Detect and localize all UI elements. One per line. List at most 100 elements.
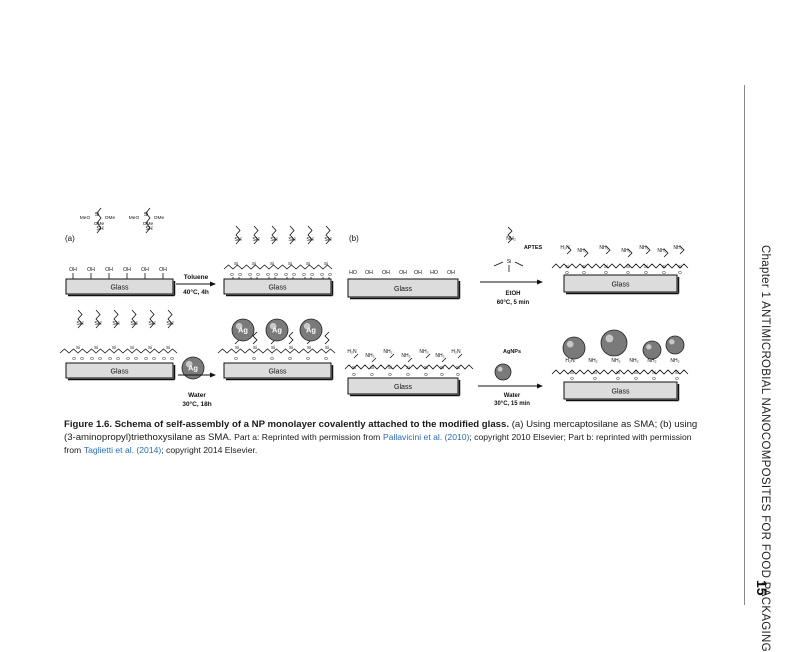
silicon-label: Si <box>370 365 374 370</box>
oxygen-label: O <box>662 270 666 275</box>
hydroxyl-label: OH <box>105 267 113 273</box>
silicon-label: Si <box>406 365 410 370</box>
alkyl-chain <box>583 248 589 258</box>
silicon-label: Si <box>652 370 656 375</box>
silicon-label: Si <box>570 370 574 375</box>
silicon-label: Si <box>424 365 428 370</box>
oxygen-label: O <box>116 356 120 361</box>
silicon-label: Si <box>604 264 608 269</box>
mercaptosilane-chain <box>96 207 102 234</box>
thiol-label: SH <box>94 321 101 327</box>
ag-highlight <box>497 366 503 372</box>
oxygen-label: O <box>302 272 306 277</box>
silicon-label: Si <box>252 261 256 266</box>
thiol-label: SH <box>76 321 83 327</box>
amine-label: NH₂ <box>588 358 597 364</box>
oxygen-label: O <box>440 372 444 377</box>
oxygen-label: O <box>370 372 374 377</box>
silicon-label: Si <box>271 345 275 350</box>
ag-nanoparticle-bound <box>600 329 628 357</box>
silicon-label: Si <box>634 370 638 375</box>
bond-line <box>514 261 524 267</box>
ag-nanoparticle-bound <box>562 336 586 360</box>
amine-label: NH₂ <box>401 353 410 359</box>
methoxy-label: MeO <box>80 215 91 221</box>
silicon-label: Si <box>270 261 274 266</box>
hydroxyl-label: OH <box>414 270 422 276</box>
oxygen-label: O <box>406 372 410 377</box>
oxygen-label: O <box>604 270 608 275</box>
alkyl-chain <box>507 226 513 244</box>
page-number-text: 15 <box>754 580 770 596</box>
oxygen-label: O <box>284 272 288 277</box>
methoxy-label: OMe <box>105 215 116 221</box>
silicon-label: Si <box>440 365 444 370</box>
oxygen-label: O <box>238 272 242 277</box>
ag-highlight <box>303 322 311 330</box>
amine-label: NH₂ <box>435 353 444 359</box>
oxygen-label: O <box>80 356 84 361</box>
alkyl-chain <box>167 309 173 329</box>
arrow-label-top: Toluene <box>184 274 209 281</box>
silicon-label: Si <box>144 212 149 218</box>
alkyl-chain <box>235 225 241 245</box>
alkyl-chain <box>353 353 359 359</box>
alkyl-chain <box>566 245 572 255</box>
oxygen-label: O <box>256 272 260 277</box>
thiol-label: SH <box>234 237 241 243</box>
citation-link-taglietti[interactable]: Taglietti et al. (2014) <box>83 445 162 455</box>
ag-highlight <box>269 322 277 330</box>
amine-label: NH₂ <box>673 245 682 251</box>
alkyl-chain <box>627 248 633 258</box>
arrow-label-top: Water <box>504 393 521 399</box>
hydroxyl-label: OH <box>382 270 390 276</box>
silicon-label: Si <box>678 264 682 269</box>
figure-description: (a) Using mercaptosilane as SMA; (b) usi… <box>64 419 698 443</box>
oxygen-label: O <box>270 356 274 361</box>
alkyl-chain <box>253 225 259 245</box>
alkyl-chain <box>605 245 611 255</box>
oxygen-label: O <box>310 272 314 277</box>
arrow-head <box>537 383 543 389</box>
glass-slab-b3 <box>347 377 459 395</box>
amine-label: NH₂ <box>670 358 679 364</box>
siloxane-backbone <box>344 364 474 370</box>
amine-label: H₂N <box>560 245 570 251</box>
hydroxyl-label: OH <box>399 270 407 276</box>
thiol-label: SH <box>112 321 119 327</box>
oxygen-label: O <box>170 356 174 361</box>
oxygen-label: O <box>634 376 638 381</box>
oxygen-label: O <box>230 272 234 277</box>
ag-label: Ag <box>306 326 316 335</box>
oxygen-label: O <box>328 272 332 277</box>
silicon-label: Si <box>616 370 620 375</box>
ag-label: Ag <box>272 326 282 335</box>
alkyl-chain <box>407 357 413 363</box>
glass-slab-b2 <box>563 274 678 293</box>
glass-slab-a1 <box>65 278 174 295</box>
amine-label: NH₂ <box>629 358 638 364</box>
oxygen-label: O <box>252 356 256 361</box>
oxygen-label: O <box>388 372 392 377</box>
oxygen-label: O <box>352 372 356 377</box>
silicon-label: Si <box>112 345 116 350</box>
ag-label: Ag <box>238 326 248 335</box>
aptes-label: APTES <box>524 245 543 251</box>
alkyl-chain <box>457 353 463 359</box>
thiol-label: SH <box>252 237 259 243</box>
amine-label: NH₂ <box>621 248 630 254</box>
amine-label: NH₂ <box>419 349 428 355</box>
alkyl-chain <box>113 309 119 329</box>
alkyl-chain <box>389 353 395 359</box>
hydroxyl-label: OH <box>159 267 167 273</box>
running-head: Chapter 1 ANTIMICROBIAL NANOCOMPOSITES F… <box>753 245 773 652</box>
hydroxyl-label: OH <box>141 267 149 273</box>
oxygen-label: O <box>274 272 278 277</box>
silicon-label: Si <box>307 345 311 350</box>
figure-label: Figure 1.6. <box>64 419 112 430</box>
citation-link-pallavicini[interactable]: Pallavicini et al. (2010) <box>382 432 470 442</box>
glass-label: Glass <box>394 286 412 293</box>
oxygen-label: O <box>565 270 569 275</box>
ag-highlight <box>185 360 193 368</box>
